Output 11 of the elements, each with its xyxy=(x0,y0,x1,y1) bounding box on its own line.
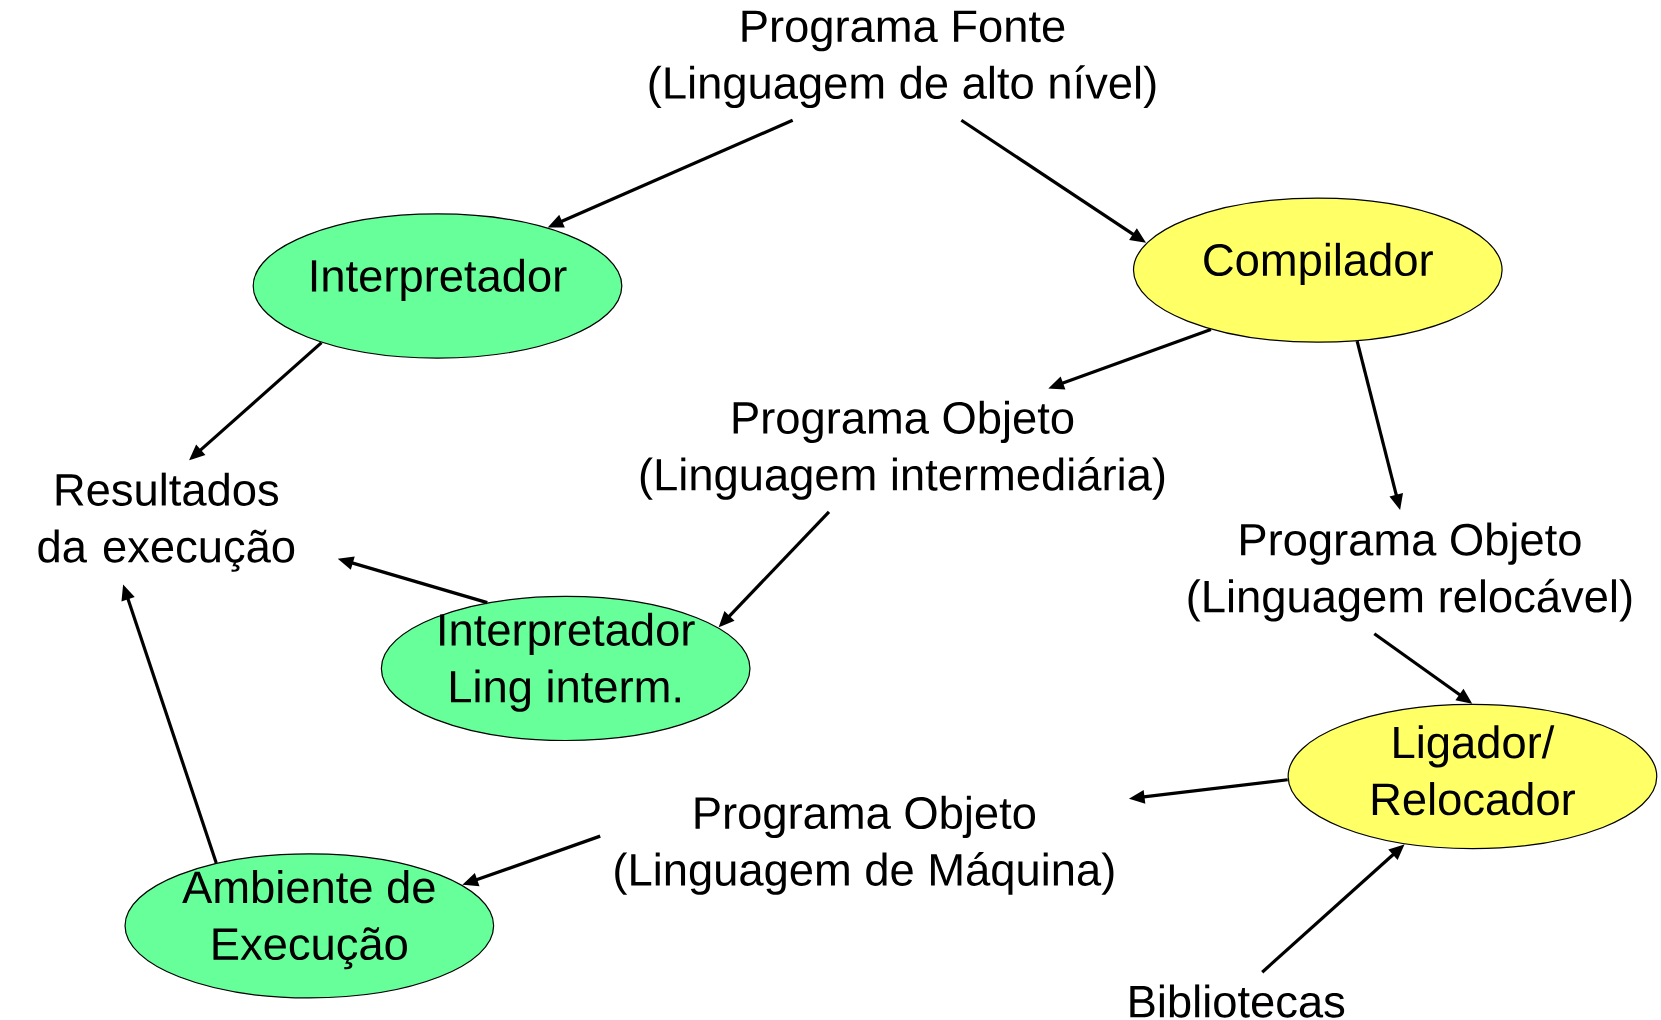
node-text: Programa Objeto (Linguagem intermediária) xyxy=(640,400,1165,500)
node-text: Resultados da execução xyxy=(38,472,295,572)
node-text: Programa Objeto (Linguagem relocável) xyxy=(1188,522,1632,622)
node-text: Bibliotecas xyxy=(1130,984,1345,1018)
node-text: Programa Objeto (Linguagem de Máquina) xyxy=(615,795,1114,895)
ellipse-node: Ligador/ Relocador xyxy=(1287,703,1658,850)
ellipse-node: Interpretador xyxy=(252,213,623,359)
node-text: Programa Fonte (Linguagem de alto nível) xyxy=(649,10,1156,108)
ellipse-node: Ambiente de Execução xyxy=(124,853,495,999)
ellipse-node: Compilador xyxy=(1132,197,1503,343)
ellipse-node: Interpretador Ling interm. xyxy=(380,595,751,742)
